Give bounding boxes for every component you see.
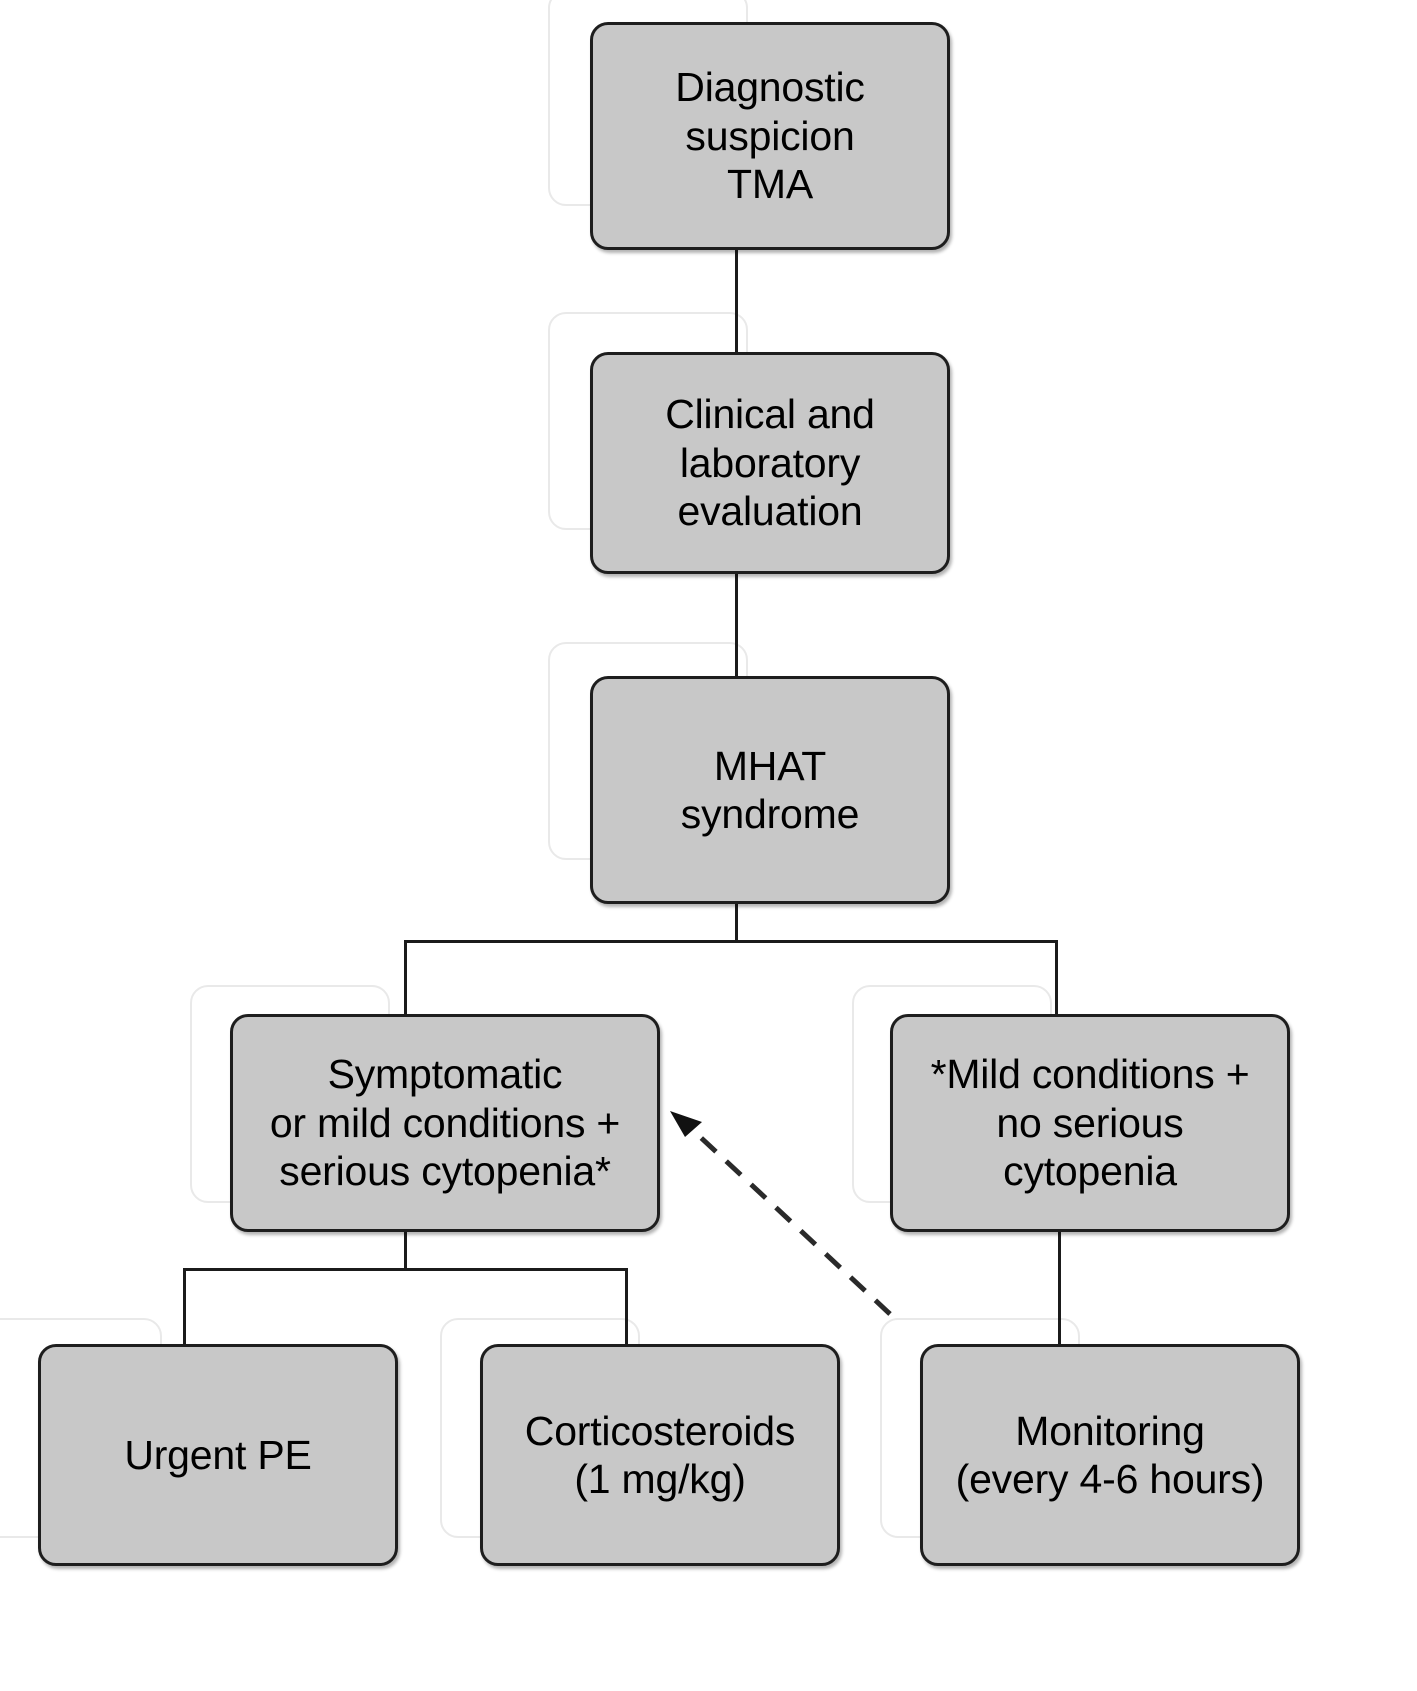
node-diagnostic-suspicion-label: Diagnostic suspicion TMA [675, 64, 865, 208]
node-corticosteroids[interactable]: Corticosteroids (1 mg/kg) [480, 1344, 840, 1566]
node-monitoring[interactable]: Monitoring (every 4-6 hours) [920, 1344, 1300, 1566]
node-mild-no-serious-cytopenia[interactable]: *Mild conditions + no serious cytopenia [890, 1014, 1290, 1232]
connector-mhat-stem [735, 900, 738, 942]
connector-mild-to-monitoring [1058, 1228, 1061, 1346]
node-symptomatic-severe-label: Symptomatic or mild conditions + serious… [269, 1051, 621, 1195]
connector-bus-to-mild [1055, 940, 1058, 1016]
node-mhat-syndrome-label: MHAT syndrome [680, 742, 860, 837]
connector-bus-to-corticosteroids [625, 1268, 628, 1346]
connector-bus-to-symptomatic [404, 940, 407, 1016]
node-corticosteroids-label: Corticosteroids (1 mg/kg) [524, 1407, 796, 1502]
node-mhat-syndrome[interactable]: MHAT syndrome [590, 676, 950, 904]
connector-symptomatic-stem [404, 1228, 407, 1270]
node-mild-no-serious-cytopenia-label: *Mild conditions + no serious cytopenia [930, 1051, 1250, 1195]
connector-bus-to-urgent-pe [183, 1268, 186, 1346]
node-monitoring-label: Monitoring (every 4-6 hours) [955, 1407, 1265, 1502]
connector-symptomatic-bus [183, 1268, 628, 1271]
connector-mhat-bus [404, 940, 1058, 943]
node-clinical-lab-evaluation-label: Clinical and laboratory evaluation [665, 391, 875, 535]
node-symptomatic-severe[interactable]: Symptomatic or mild conditions + serious… [230, 1014, 660, 1232]
node-urgent-pe[interactable]: Urgent PE [38, 1344, 398, 1566]
node-urgent-pe-label: Urgent PE [124, 1431, 312, 1478]
connector-suspicion-to-evaluation [735, 246, 738, 356]
node-diagnostic-suspicion[interactable]: Diagnostic suspicion TMA [590, 22, 950, 250]
connector-evaluation-to-mhat [735, 570, 738, 680]
node-clinical-lab-evaluation[interactable]: Clinical and laboratory evaluation [590, 352, 950, 574]
